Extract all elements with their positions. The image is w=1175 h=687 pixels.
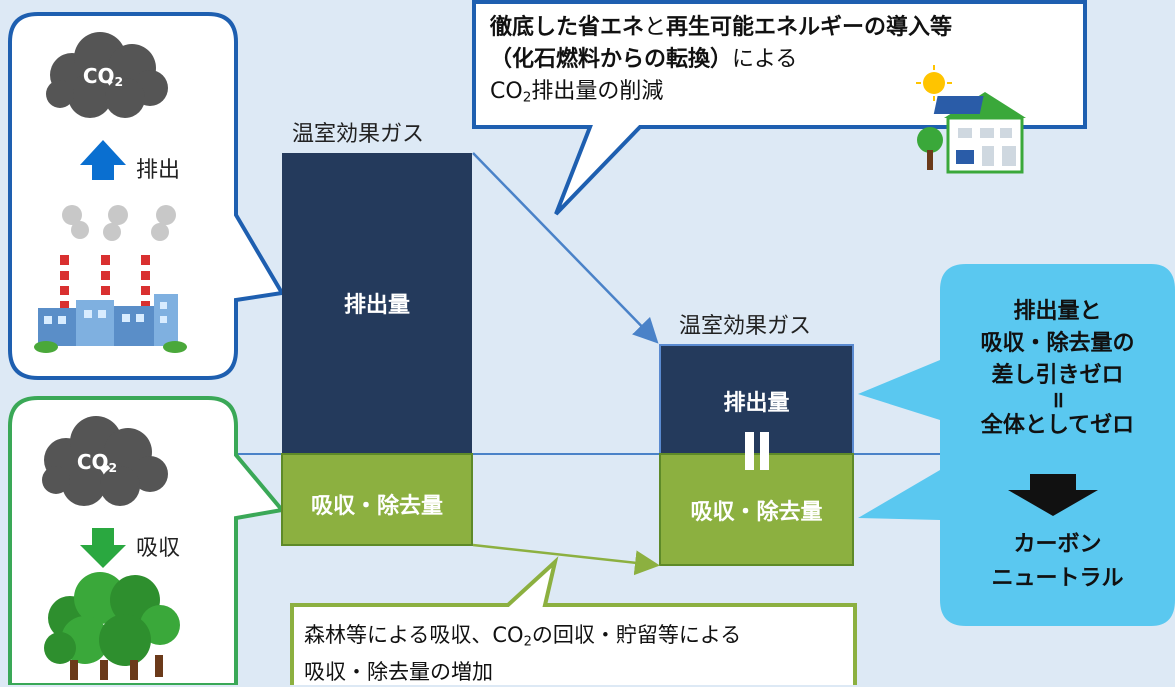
right-absorption-label: 吸収・除去量 xyxy=(690,500,823,525)
top-callout xyxy=(472,0,1087,216)
eco-house-icon xyxy=(916,65,1026,174)
result-line-5: 全体としてゼロ xyxy=(980,413,1135,438)
emission-reduction-arrow xyxy=(472,152,659,344)
left-column-title: 温室効果ガス xyxy=(292,122,425,147)
up-arrow-icon xyxy=(80,140,126,180)
absorption-increase-arrow xyxy=(472,543,660,576)
top-callout-text: 徹底した省エネと再生可能エネルギーの導入等 （化石燃料からの転換）による CO2… xyxy=(490,15,953,106)
bottom-callout xyxy=(290,556,857,685)
left-emission-label: 排出量 xyxy=(343,293,410,318)
co2-label-emission: CO2 xyxy=(82,64,124,90)
result-box-text: 排出量と 吸収・除去量の 差し引きゼロ ॥ 全体としてゼロ xyxy=(940,296,1175,442)
down-green-arrow-icon xyxy=(80,528,126,568)
down-arrow-icon xyxy=(1008,474,1098,516)
forest-icon xyxy=(44,572,180,680)
smoke-cloud-icon xyxy=(46,32,168,118)
result-line-2: 吸収・除去量の xyxy=(980,331,1135,356)
factory-icon xyxy=(34,205,187,353)
result-line-3: 差し引きゼロ xyxy=(991,363,1124,388)
emission-arrow-label: 排出 xyxy=(136,158,181,183)
result-line-7: ニュートラル xyxy=(991,566,1124,591)
left-emission-bar xyxy=(282,153,472,454)
left-absorption-bar xyxy=(281,453,473,546)
result-line-6: カーボン xyxy=(1013,532,1102,557)
result-box xyxy=(858,264,1175,626)
right-emission-bar xyxy=(659,344,854,455)
right-column-title: 温室効果ガス xyxy=(679,314,812,339)
absorption-cloud-icon xyxy=(42,416,168,506)
right-absorption-bar xyxy=(659,453,854,566)
co2-label-absorption: CO2 xyxy=(76,450,118,476)
left-absorption-label: 吸収・除去量 xyxy=(310,494,443,519)
result-line-4: ॥ xyxy=(1050,388,1065,413)
right-emission-label: 排出量 xyxy=(723,391,790,416)
result-line-1: 排出量と xyxy=(1013,299,1102,324)
equals-mark-left xyxy=(745,432,754,470)
carbon-neutral-text: カーボン ニュートラル xyxy=(940,528,1175,596)
equals-mark-right xyxy=(760,432,769,470)
absorption-arrow-label: 吸収 xyxy=(136,536,181,561)
bottom-callout-text: 森林等による吸収、CO2の回収・貯留等による 吸収・除去量の増加 xyxy=(304,623,742,685)
